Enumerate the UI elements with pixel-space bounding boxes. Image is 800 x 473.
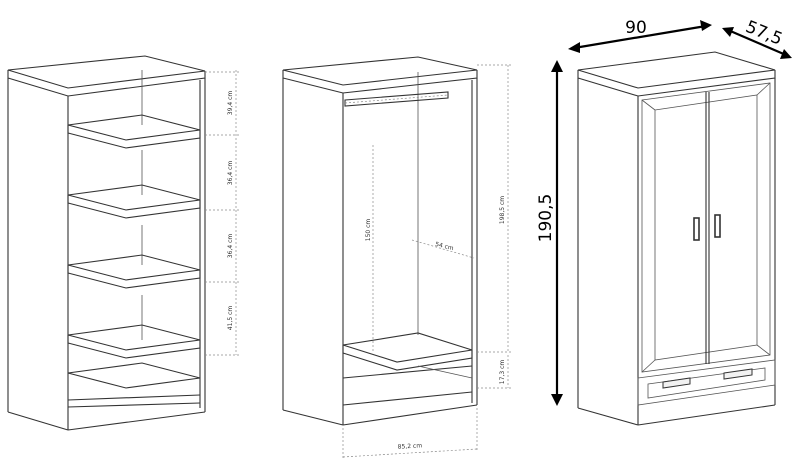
left-door-handle[interactable] [693, 217, 700, 241]
total-height-label: 198,5 cm [499, 196, 506, 224]
depth-label: 54 cm [434, 241, 454, 252]
shelf-1 [67, 114, 201, 141]
bookcase-dim-3: 36,4 cm [227, 234, 234, 259]
closed-height-label: 190,5 [536, 194, 556, 243]
closed-wardrobe-drawing: 90 57,5 190,5 [536, 17, 792, 426]
bookcase-top [7, 55, 206, 89]
drawer-handle-right[interactable] [723, 368, 753, 380]
drawer-height-label: 17,3 cm [499, 360, 506, 385]
drawer-handle-left[interactable] [662, 377, 691, 389]
bookcase-drawing: 39,4 cm 36,4 cm 36,4 cm 41,5 cm [7, 55, 240, 431]
closed-width-label: 90 [625, 18, 647, 38]
shelf-5 [67, 362, 201, 389]
hanging-rail [344, 91, 449, 107]
rail-height-label: 150 cm [365, 219, 372, 242]
bookcase-dim-2: 36,4 cm [227, 161, 234, 186]
depth-arrow [727, 28, 787, 57]
right-door-handle[interactable] [714, 214, 721, 238]
open-wardrobe-drawing: 150 cm 54 cm 198,5 cm 17,3 cm 85,2 cm [282, 56, 512, 460]
bookcase-dim-1: 39,4 cm [227, 91, 234, 116]
bookcase-dim-4: 41,5 cm [227, 306, 234, 331]
width-arrow [573, 24, 707, 50]
width-label: 85,2 cm [398, 442, 423, 450]
closed-drawer[interactable] [637, 359, 776, 406]
shelf-4 [67, 324, 201, 351]
shelf-2 [67, 184, 201, 211]
shelf-3 [67, 254, 201, 281]
wardrobe-bottom-shelf [342, 332, 473, 363]
closed-wardrobe-top [577, 51, 776, 89]
